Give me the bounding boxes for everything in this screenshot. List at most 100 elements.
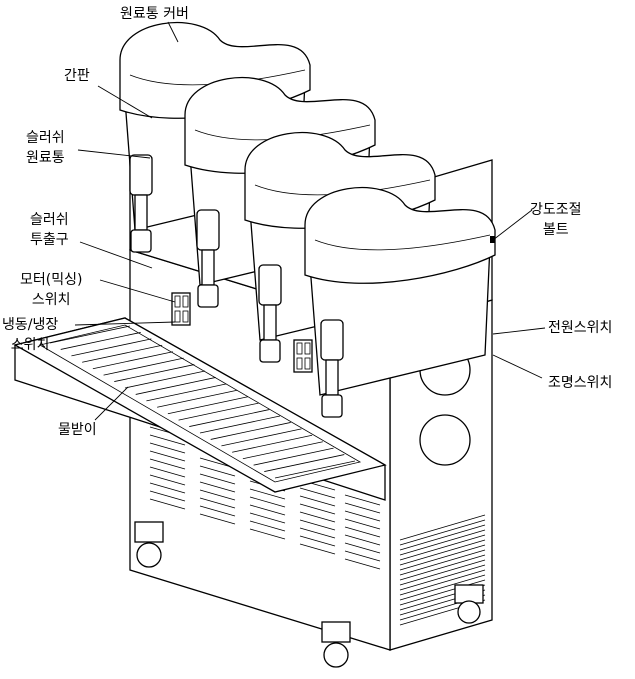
vent-slot (149, 482, 186, 494)
vent-slot (344, 526, 381, 538)
grate-rib (232, 434, 313, 453)
label-slush-hopper: 슬러쉬 원료통 (26, 128, 65, 168)
dispenser-spout (134, 194, 148, 231)
casters (134, 521, 484, 668)
vent-slot (199, 497, 236, 509)
vent-slot (249, 528, 286, 540)
hoppers (119, 21, 496, 418)
vent-slot (399, 534, 486, 561)
vent-slot (399, 524, 486, 551)
grate-rib (135, 377, 216, 395)
grate-rib (71, 338, 152, 357)
grate-rib (82, 344, 163, 363)
dispenser-handle (258, 264, 282, 306)
vent-slot (149, 466, 186, 478)
drip-tray-grate (49, 325, 356, 479)
dispenser-handle (320, 319, 344, 361)
label-line: 냉동/냉장 (2, 317, 59, 333)
grate-rib (49, 325, 131, 344)
vent-slot (199, 481, 236, 493)
vent-slot (399, 569, 486, 596)
label-line: 스위치 (31, 292, 71, 308)
vent-slot (344, 518, 381, 530)
grate-rib (146, 383, 227, 402)
label-line: 모터(믹싱) (20, 272, 83, 288)
vent-slot (344, 502, 381, 514)
grate-rib (167, 396, 248, 415)
label-line: 강도조절 (530, 202, 582, 218)
label-motor-switch: 모터(믹싱) 스위치 (20, 270, 82, 310)
grate-rib (199, 415, 281, 434)
side-vent-slots (399, 514, 486, 626)
vent-slot (149, 450, 186, 462)
vent-slot (249, 512, 286, 524)
vent-slot (199, 505, 236, 517)
vent-slot (399, 544, 486, 571)
vent-slot (249, 504, 286, 516)
vent-slot (199, 513, 236, 525)
leader-lines (74, 21, 546, 421)
vent-slot (399, 519, 486, 546)
vent-slot (249, 488, 286, 500)
vent-slot (249, 496, 286, 508)
label-drip-tray: 물받이 (58, 422, 97, 438)
dispenser-cap (259, 339, 281, 363)
vent-slot (344, 550, 381, 562)
dispenser-cap (321, 394, 343, 418)
label-power-switch: 전원스위치 (548, 320, 613, 336)
cover-edge (314, 234, 491, 251)
dispenser-spout (201, 249, 215, 286)
vent-slot (149, 442, 186, 454)
vent-slot (399, 539, 486, 566)
vent-slot (344, 534, 381, 546)
hopper-cover (304, 186, 496, 284)
vent-slot (299, 543, 336, 555)
grate-rib (253, 447, 334, 466)
vent-slot (299, 503, 336, 515)
vent-slot (399, 564, 486, 591)
vent-slot (399, 529, 486, 556)
fan-grille-bottom (419, 414, 471, 466)
vent-slot (344, 558, 381, 570)
vent-slot (344, 542, 381, 554)
grate-rib (92, 351, 173, 370)
grate-rib (124, 370, 206, 389)
grate-rib (157, 389, 238, 408)
dispenser-cap (130, 229, 152, 253)
vent-slot (399, 579, 486, 606)
vent-slot (199, 473, 236, 485)
vent-slot (299, 487, 336, 499)
label-light-switch: 조명스위치 (548, 375, 613, 391)
label-line: 투출구 (30, 232, 69, 248)
strength-bolt (490, 236, 495, 243)
vent-slot (344, 494, 381, 506)
vent-slot (344, 510, 381, 522)
vent-slot (399, 554, 486, 581)
label-signboard: 간판 (64, 68, 90, 84)
dispenser-spout (263, 304, 277, 341)
label-line: 원료통 (26, 150, 65, 166)
vent-slot (199, 465, 236, 477)
dispenser-spout (325, 359, 339, 396)
dispenser-handle (196, 209, 220, 251)
hopper (304, 186, 496, 418)
grate-rib (189, 409, 270, 427)
switch-panel-left (171, 292, 191, 326)
grate-rib (60, 332, 141, 350)
dispenser-handle (129, 154, 153, 196)
grate-rib (242, 441, 323, 460)
label-line: 볼트 (542, 222, 569, 238)
vent-slot (299, 511, 336, 523)
label-line: 스위치 (10, 337, 50, 353)
label-line: 슬러쉬 (30, 212, 69, 228)
label-hopper-cover: 원료통 커버 (120, 6, 189, 22)
grate-rib (103, 357, 184, 376)
vent-slot (399, 549, 486, 576)
switch-panel-right (293, 339, 313, 373)
vent-slot (149, 434, 186, 446)
vent-slot (399, 559, 486, 586)
vent-slot (399, 574, 486, 601)
vent-slot (299, 535, 336, 547)
